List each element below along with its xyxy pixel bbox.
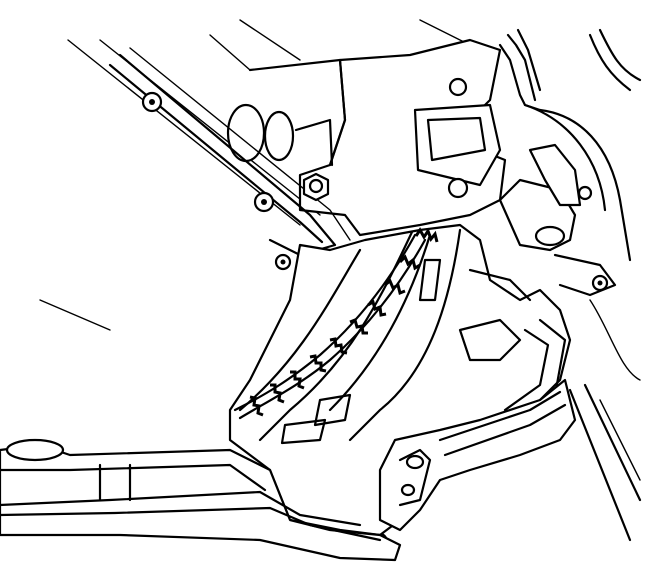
engine-mount-bracket — [498, 143, 617, 297]
ring-gear-icon — [233, 227, 439, 420]
valve-cover-rail — [108, 47, 351, 257]
bolt-icon — [577, 185, 593, 201]
bolt-icon — [302, 172, 330, 202]
oil-pan-rail — [0, 438, 402, 562]
bolt-icon — [274, 253, 292, 271]
bolt-icon — [141, 91, 163, 113]
right-side-lines — [568, 299, 642, 542]
bell-housing — [228, 223, 572, 537]
transmission-flange — [378, 378, 577, 532]
bolt-icon — [253, 191, 275, 213]
wiring-harness-icon — [498, 28, 642, 262]
